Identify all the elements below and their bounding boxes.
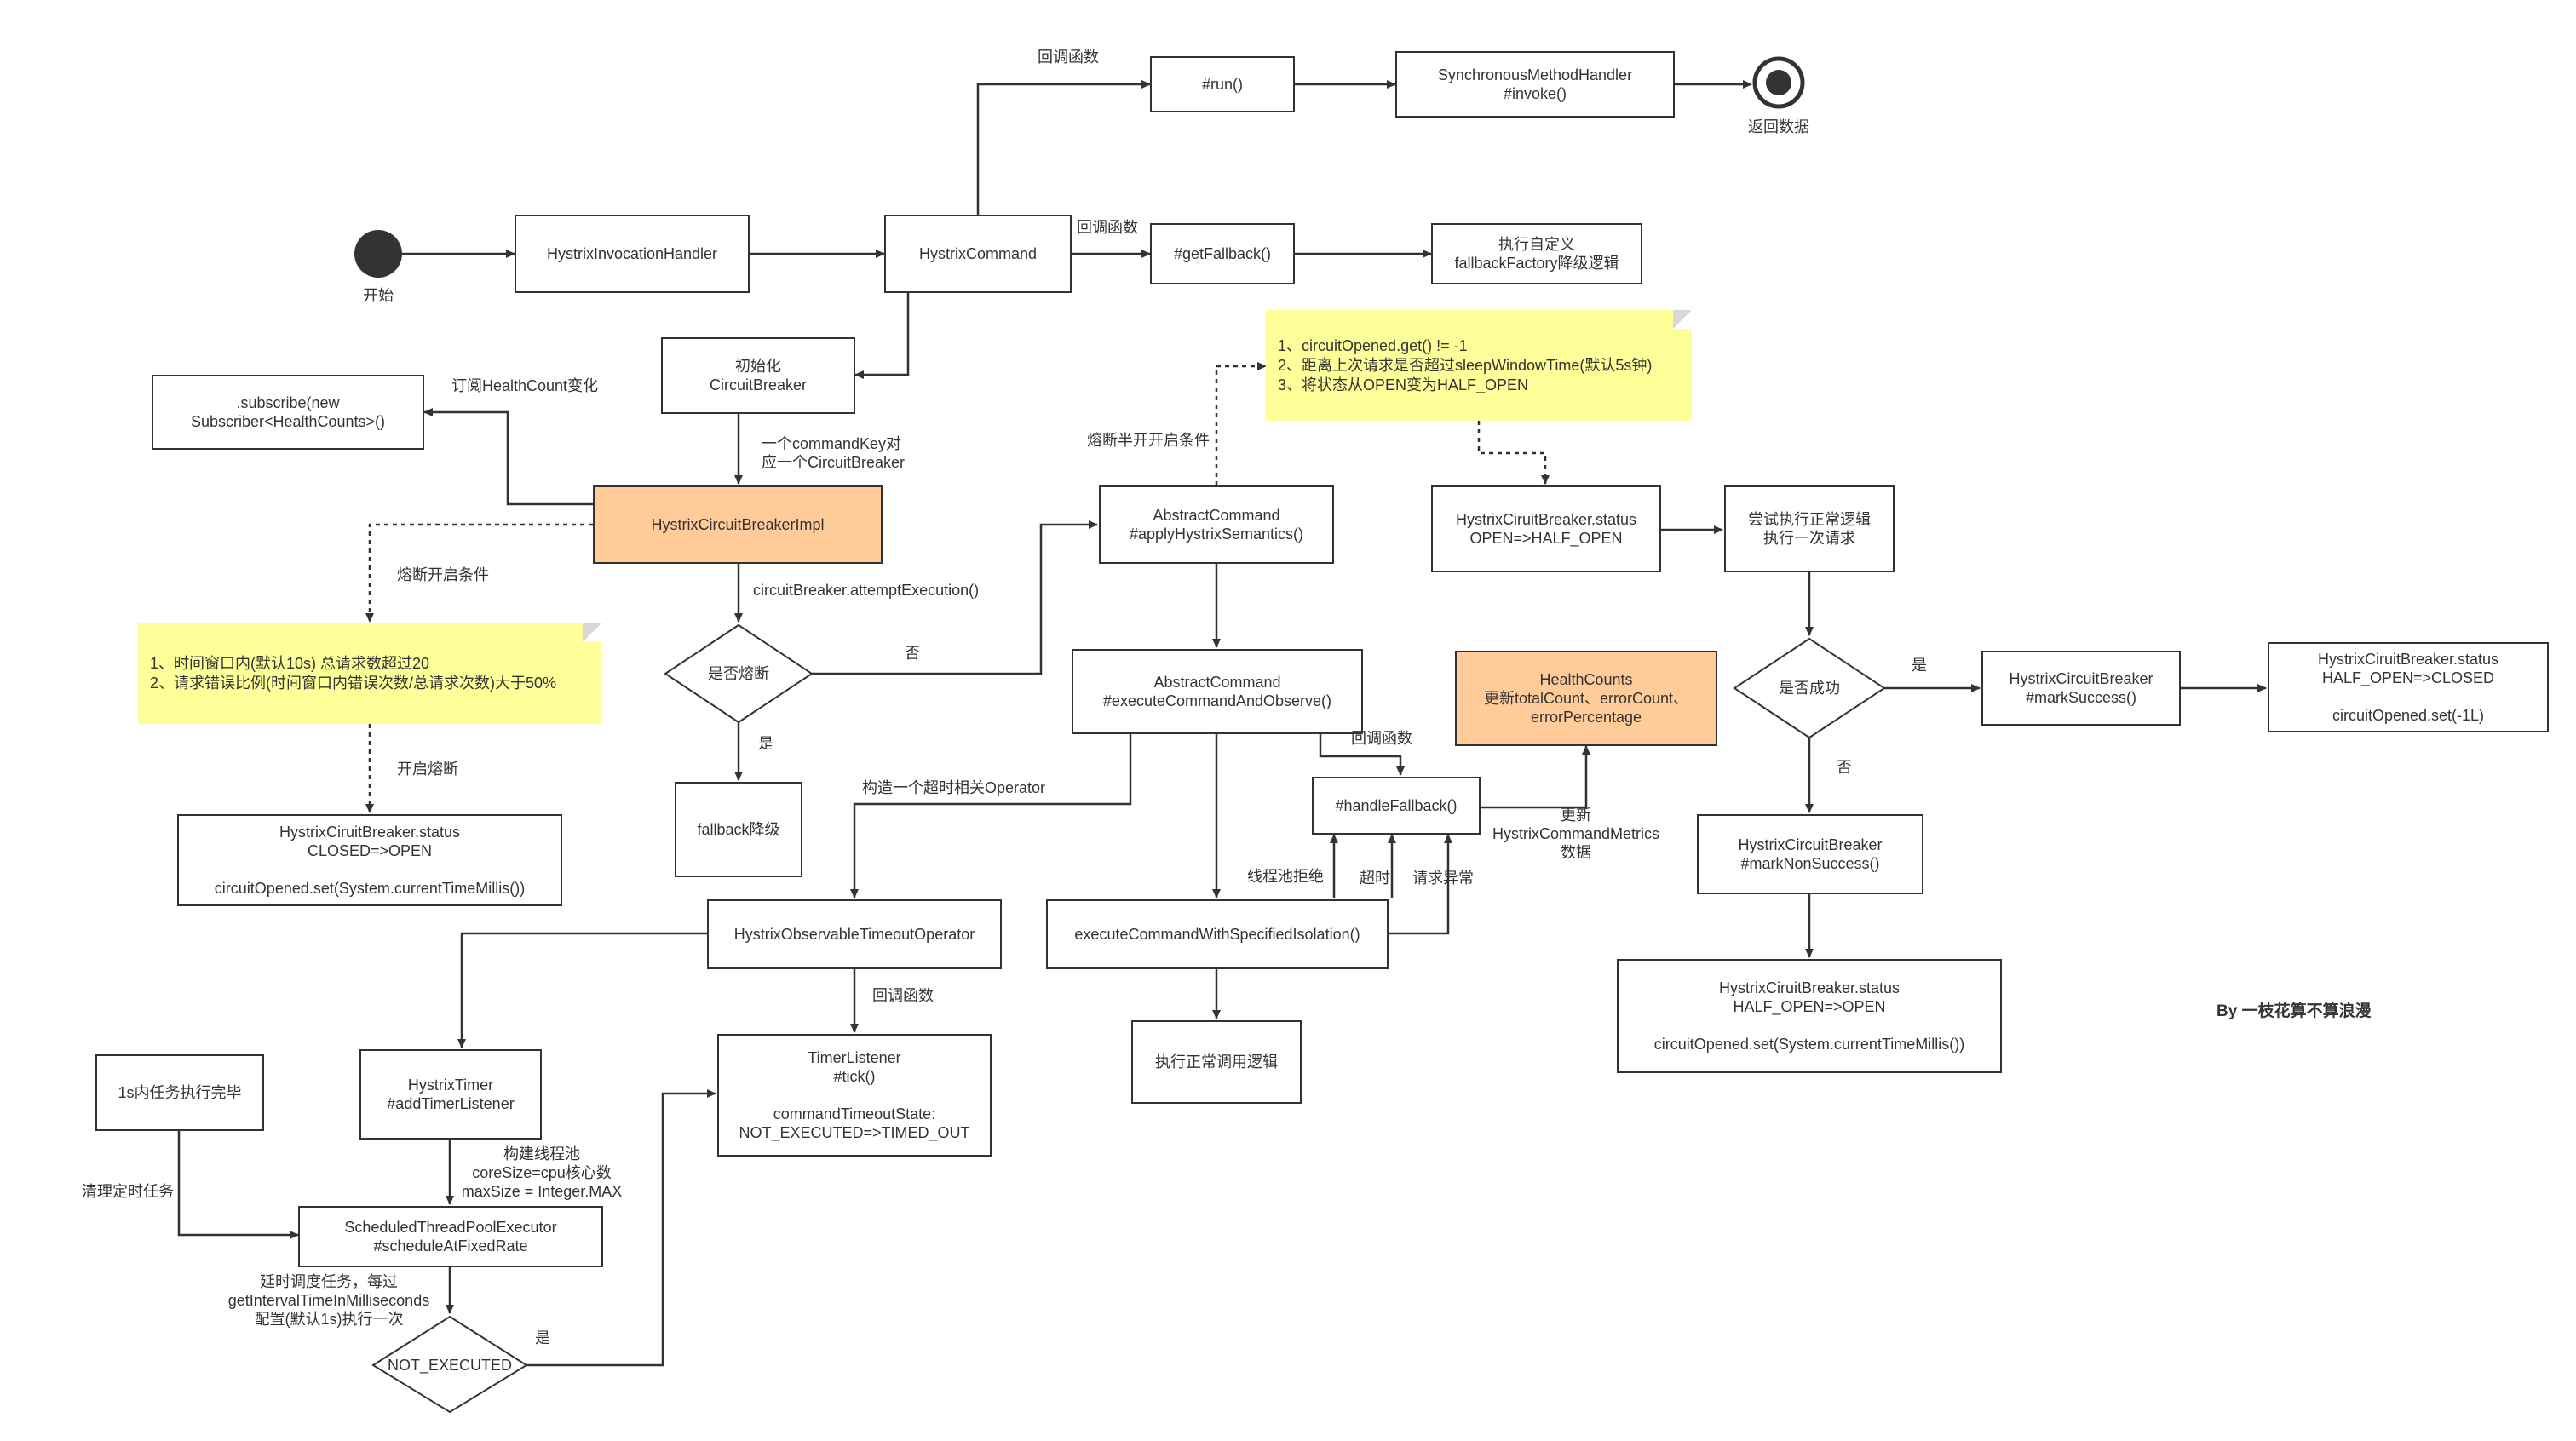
run-box: #run() xyxy=(1150,56,1295,112)
task-done-box: 1s内任务执行完毕 xyxy=(95,1054,264,1131)
not-executed-decision xyxy=(371,1315,528,1414)
apply-semantics-box: AbstractCommand #applyHystrixSemantics() xyxy=(1099,485,1334,564)
sync-handler-box: SynchronousMethodHandler #invoke() xyxy=(1395,51,1675,118)
invocation-handler-box: HystrixInvocationHandler xyxy=(515,215,750,293)
end-node-core xyxy=(1766,70,1791,95)
edge-decision-apply xyxy=(812,520,1098,675)
timer-listener-box: TimerListener #tick() commandTimeoutStat… xyxy=(717,1034,992,1157)
one-key-one-cb-label: 一个commandKey对 应一个CircuitBreaker xyxy=(762,435,906,471)
start-node xyxy=(354,230,402,278)
is-open-decision xyxy=(664,623,814,724)
custom-fallback-box: 执行自定义 fallbackFactory降级逻辑 xyxy=(1431,223,1642,284)
status-open-half-box: HystrixCiruitBreaker.status OPEN=>HALF_O… xyxy=(1431,485,1661,572)
mark-non-success-box: HystrixCircuitBreaker #markNonSuccess() xyxy=(1697,814,1923,894)
timeout-operator-box: HystrixObservableTimeoutOperator xyxy=(707,899,1002,969)
note-fold-icon xyxy=(1673,310,1692,329)
success-yes-label: 是 xyxy=(1912,657,1927,674)
edge-execute-timeout xyxy=(850,705,1132,898)
no-open-label: 否 xyxy=(905,645,920,662)
subscribe-box: .subscribe(new Subscriber<HealthCounts>(… xyxy=(152,375,424,450)
circuit-breaker-impl-box: HystrixCircuitBreakerImpl xyxy=(593,485,883,564)
status-half-closed-box: HystrixCiruitBreaker.status HALF_OPEN=>C… xyxy=(2268,642,2549,732)
exec-isolation-box: executeCommandWithSpecifiedIsolation() xyxy=(1046,899,1389,969)
attempt-execution-label: circuitBreaker.attemptExecution() xyxy=(753,582,980,599)
open-condition-label: 熔断开启条件 xyxy=(397,566,489,583)
subscribe-health-label: 订阅HealthCount变化 xyxy=(451,377,599,394)
edge-command-run xyxy=(976,80,1151,215)
delay-schedule-label: 延时调度任务，每过 getIntervalTimeInMilliseconds … xyxy=(227,1273,430,1328)
edge-command-init xyxy=(854,293,910,379)
open-breaker-label: 开启熔断 xyxy=(397,761,458,778)
edge-handle-health xyxy=(1481,745,1590,809)
execute-observe-box: AbstractCommand #executeCommandAndObserv… xyxy=(1072,649,1363,734)
author-credit: By 一枝花算不算浪漫 xyxy=(2217,1002,2372,1020)
get-fallback-box: #getFallback() xyxy=(1150,223,1295,284)
edge-apply-half-note xyxy=(1215,362,1267,485)
update-metrics-label: 更新 HystrixCommandMetrics 数据 xyxy=(1492,807,1660,861)
is-success-decision xyxy=(1733,637,1886,739)
edge-cbimpl-subscribe xyxy=(423,408,593,506)
not-executed-yes-label: 是 xyxy=(535,1329,550,1346)
build-timeout-operator-label: 构造一个超时相关Operator xyxy=(862,779,1046,796)
yes-open-label: 是 xyxy=(758,735,773,752)
status-half-open-box: HystrixCiruitBreaker.status HALF_OPEN=>O… xyxy=(1617,959,2002,1073)
callback-tick-label: 回调函数 xyxy=(872,987,934,1004)
timer-add-box: HystrixTimer #addTimerListener xyxy=(359,1049,542,1140)
handle-fallback-box: #handleFallback() xyxy=(1312,777,1481,835)
success-no-label: 否 xyxy=(1837,759,1852,776)
edge-execute-handlefallback xyxy=(1319,734,1405,776)
callback-handle-label: 回调函数 xyxy=(1351,730,1412,747)
edge-taskdone-scheduled xyxy=(177,1131,299,1239)
callback-fallback-label: 回调函数 xyxy=(1077,219,1138,236)
half-open-conditions-note: 1、circuitOpened.get() != -1 2、距离上次请求是否超过… xyxy=(1266,310,1692,421)
edge-operator-timer xyxy=(457,932,707,1048)
clear-task-label: 清理定时任务 xyxy=(82,1183,174,1200)
health-counts-box: HealthCounts 更新totalCount、errorCount、 er… xyxy=(1455,651,1717,746)
request-error-label: 请求异常 xyxy=(1412,870,1474,887)
edge-decision-listener xyxy=(526,1089,716,1367)
edge-request-error xyxy=(1389,834,1452,935)
init-circuit-breaker-box: 初始化 CircuitBreaker xyxy=(661,337,855,414)
try-once-box: 尝试执行正常逻辑 执行一次请求 xyxy=(1724,485,1895,572)
open-conditions-text: 1、时间窗口内(默认10s) 总请求数超过20 2、请求错误比例(时间窗口内错误… xyxy=(150,655,557,692)
callback-run-label: 回调函数 xyxy=(1038,49,1099,66)
open-conditions-note: 1、时间窗口内(默认10s) 总请求数超过20 2、请求错误比例(时间窗口内错误… xyxy=(138,623,601,724)
pool-reject-label: 线程池拒绝 xyxy=(1247,868,1324,885)
fallback-degrade-box: fallback降级 xyxy=(675,782,802,877)
end-label: 返回数据 xyxy=(1748,118,1809,135)
edge-cbimpl-open-note xyxy=(365,523,593,623)
mark-success-box: HystrixCircuitBreaker #markSuccess() xyxy=(1981,651,2181,726)
build-pool-label: 构建线程池 coreSize=cpu核心数 maxSize = Integer.… xyxy=(461,1145,623,1200)
edge-half-note-status xyxy=(1477,421,1550,485)
note-fold-icon xyxy=(583,623,601,642)
half-open-conditions-text: 1、circuitOpened.get() != -1 2、距离上次请求是否超过… xyxy=(1278,336,1653,393)
half-open-condition-label: 熔断半开开启条件 xyxy=(1087,432,1210,449)
scheduled-executor-box: ScheduledThreadPoolExecutor #scheduleAtF… xyxy=(298,1206,603,1267)
hystrix-command-box: HystrixCommand xyxy=(884,215,1072,293)
status-closed-open-box: HystrixCiruitBreaker.status CLOSED=>OPEN… xyxy=(177,814,562,906)
normal-logic-box: 执行正常调用逻辑 xyxy=(1131,1020,1302,1104)
start-label: 开始 xyxy=(363,287,394,304)
timeout-label: 超时 xyxy=(1360,870,1390,887)
